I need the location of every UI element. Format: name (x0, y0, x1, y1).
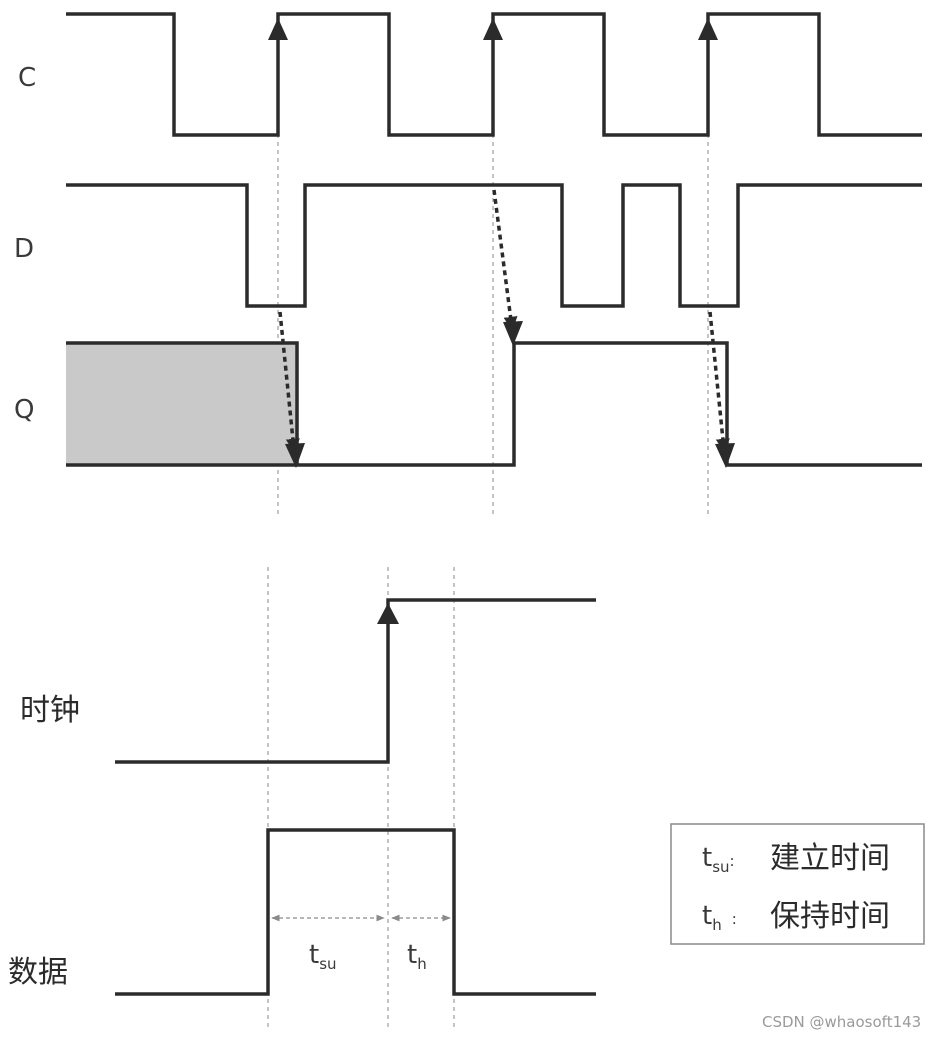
legend-symbol-tsu: tsu: (702, 843, 735, 876)
signal-label-q: Q (14, 395, 34, 425)
legend-box (670, 823, 925, 945)
dependency-arrow-3 (708, 311, 730, 453)
watermark: CSDN @whaosoft143 (762, 1013, 921, 1031)
setup-time-label: tsu (309, 940, 337, 973)
top-timing-diagram: C D Q (14, 12, 922, 515)
legend: tsu: 建立时间 th: 保持时间 (670, 823, 925, 945)
clock-waveform-c (66, 12, 922, 137)
rising-edge-arrow-3 (698, 18, 718, 40)
clock-waveform (115, 598, 596, 764)
data-label: 数据 (8, 955, 68, 990)
rising-edge-arrow-2 (483, 18, 503, 40)
hold-time-label: th (407, 940, 427, 973)
bottom-timing-diagram: 时钟 数据 tsu th (8, 567, 596, 1030)
q-unknown-region (66, 343, 297, 465)
dependency-arrowhead-3 (715, 443, 735, 468)
signal-label-d: D (14, 234, 34, 264)
legend-text-hold-time: 保持时间 (770, 899, 890, 934)
legend-symbol-th: th: (702, 901, 737, 934)
dependency-arrowhead-2 (503, 321, 523, 346)
data-waveform (115, 828, 596, 996)
data-waveform-d (66, 183, 922, 308)
clock-rising-edge-arrow (377, 603, 399, 624)
rising-edge-arrow-1 (268, 18, 288, 40)
signal-label-c: C (18, 63, 36, 93)
dependency-arrow-2 (492, 189, 518, 331)
dependency-arrowhead-1 (285, 443, 305, 468)
clock-label: 时钟 (20, 693, 80, 728)
legend-text-setup-time: 建立时间 (770, 841, 890, 876)
